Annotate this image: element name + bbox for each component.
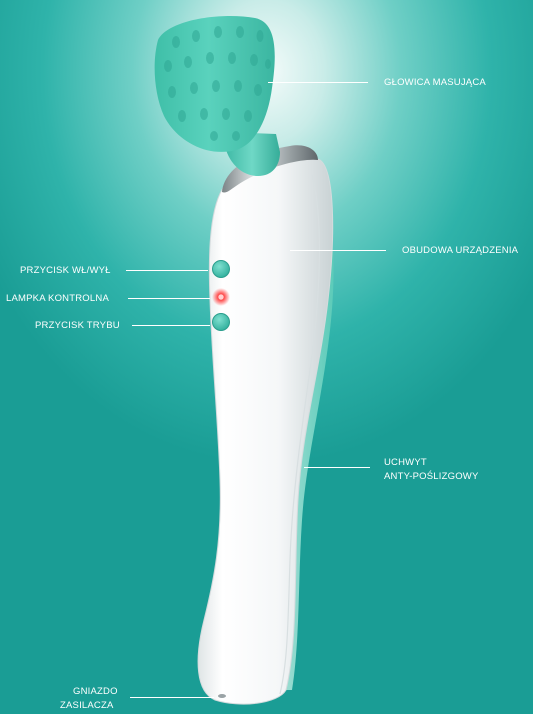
label-housing: OBUDOWA URZĄDZENIA bbox=[402, 245, 518, 257]
label-socket-line1: GNIAZDO bbox=[73, 686, 118, 698]
power-socket bbox=[218, 694, 226, 698]
callout-line-lamp bbox=[128, 298, 210, 299]
callout-line-grip bbox=[304, 467, 370, 468]
label-grip-line2: ANTY-POŚLIZGOWY bbox=[384, 471, 479, 483]
callout-line-power bbox=[126, 270, 208, 271]
callout-line-housing bbox=[290, 250, 386, 251]
callout-line-mode bbox=[132, 325, 210, 326]
label-socket-line2: ZASILACZA bbox=[60, 700, 114, 712]
label-mode-button: PRZYCISK TRYBU bbox=[35, 320, 120, 332]
label-head: GŁOWICA MASUJĄCA bbox=[384, 77, 486, 89]
lamp-core bbox=[218, 294, 223, 299]
callout-line-head bbox=[268, 82, 368, 83]
label-indicator-lamp: LAMPKA KONTROLNA bbox=[6, 293, 109, 305]
label-grip-line1: UCHWYT bbox=[384, 457, 427, 469]
label-power-button: PRZYCISK WŁ/WYŁ bbox=[20, 265, 111, 277]
mode-button-shape bbox=[213, 314, 230, 331]
callout-line-socket bbox=[130, 697, 214, 698]
power-button-shape bbox=[213, 261, 230, 278]
